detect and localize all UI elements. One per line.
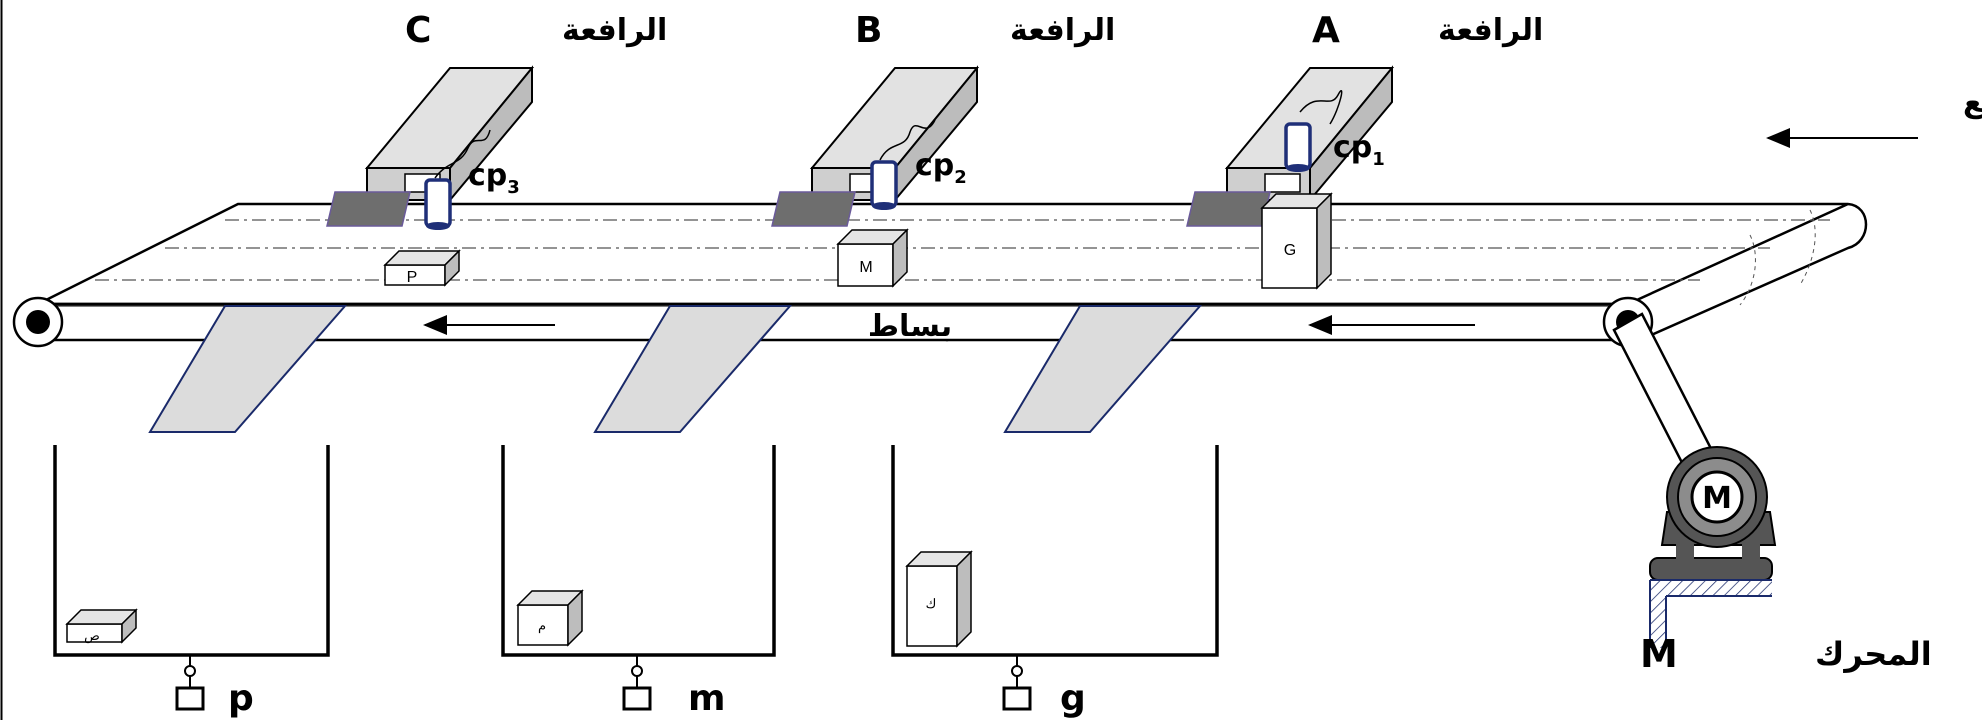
motor-letter: M (1640, 632, 1678, 676)
svg-text:C: C (405, 10, 431, 51)
bin-m: م m (501, 445, 776, 719)
sensor-cp2 (870, 160, 898, 208)
sensor-cp2-label: cp2 (915, 148, 967, 188)
sensor-cp1-label: cp1 (1333, 130, 1385, 170)
motor-symbol: M (1702, 481, 1732, 516)
lever-c-title: الرافعة C (405, 10, 667, 51)
sensor-cp1 (1284, 122, 1312, 170)
sensor-cp3 (424, 178, 452, 228)
scale-m-label: m (688, 678, 726, 719)
svg-text:م: م (538, 618, 546, 634)
svg-text:الرافعة: الرافعة (1010, 13, 1115, 48)
belt-box-m: M (836, 228, 909, 288)
lever-a-pusher (1186, 191, 1271, 227)
motor: M (1612, 312, 1777, 648)
svg-text:ص: ص (84, 628, 100, 644)
scale-m-icon (622, 686, 652, 711)
lever-a-title: الرافعة A (1312, 10, 1543, 51)
conveyor-belt (12, 202, 1868, 348)
scale-g-icon (1002, 686, 1032, 711)
chute-b (593, 305, 793, 433)
svg-text:P: P (407, 269, 418, 286)
lever-b-pusher (771, 191, 856, 227)
belt-label: بساط (868, 309, 952, 344)
lever-b (771, 65, 980, 227)
belt-box-g: G (1260, 192, 1333, 290)
lever-a (1186, 65, 1395, 227)
sensor-cp3-label: cp3 (468, 158, 520, 198)
lever-b-title: الرافعة B (855, 10, 1115, 51)
bin-p: ص p (53, 445, 330, 719)
belt-top-surface (37, 202, 1849, 306)
svg-text:G: G (1284, 242, 1296, 259)
motor-label: المحرك (1815, 635, 1932, 673)
scale-g-label: g (1060, 678, 1086, 719)
chute-c (148, 305, 348, 433)
scale-p-label: p (228, 678, 254, 719)
belt-box-p: P (383, 249, 461, 287)
svg-text:الرافعة: الرافعة (562, 13, 667, 48)
svg-text:الرافعة: الرافعة (1438, 13, 1543, 48)
svg-text:ك: ك (926, 596, 937, 611)
svg-text:M: M (859, 259, 872, 276)
bin-g: ك g (891, 445, 1219, 719)
svg-text:A: A (1312, 10, 1340, 51)
arrival-label: قدوم القطع (1963, 85, 1982, 120)
chute-a (1003, 305, 1203, 433)
scale-p-icon (175, 686, 205, 711)
belt-right-end (1639, 202, 1868, 342)
lever-c-pusher (326, 191, 411, 227)
lever-c (326, 65, 535, 230)
svg-text:B: B (855, 10, 882, 51)
